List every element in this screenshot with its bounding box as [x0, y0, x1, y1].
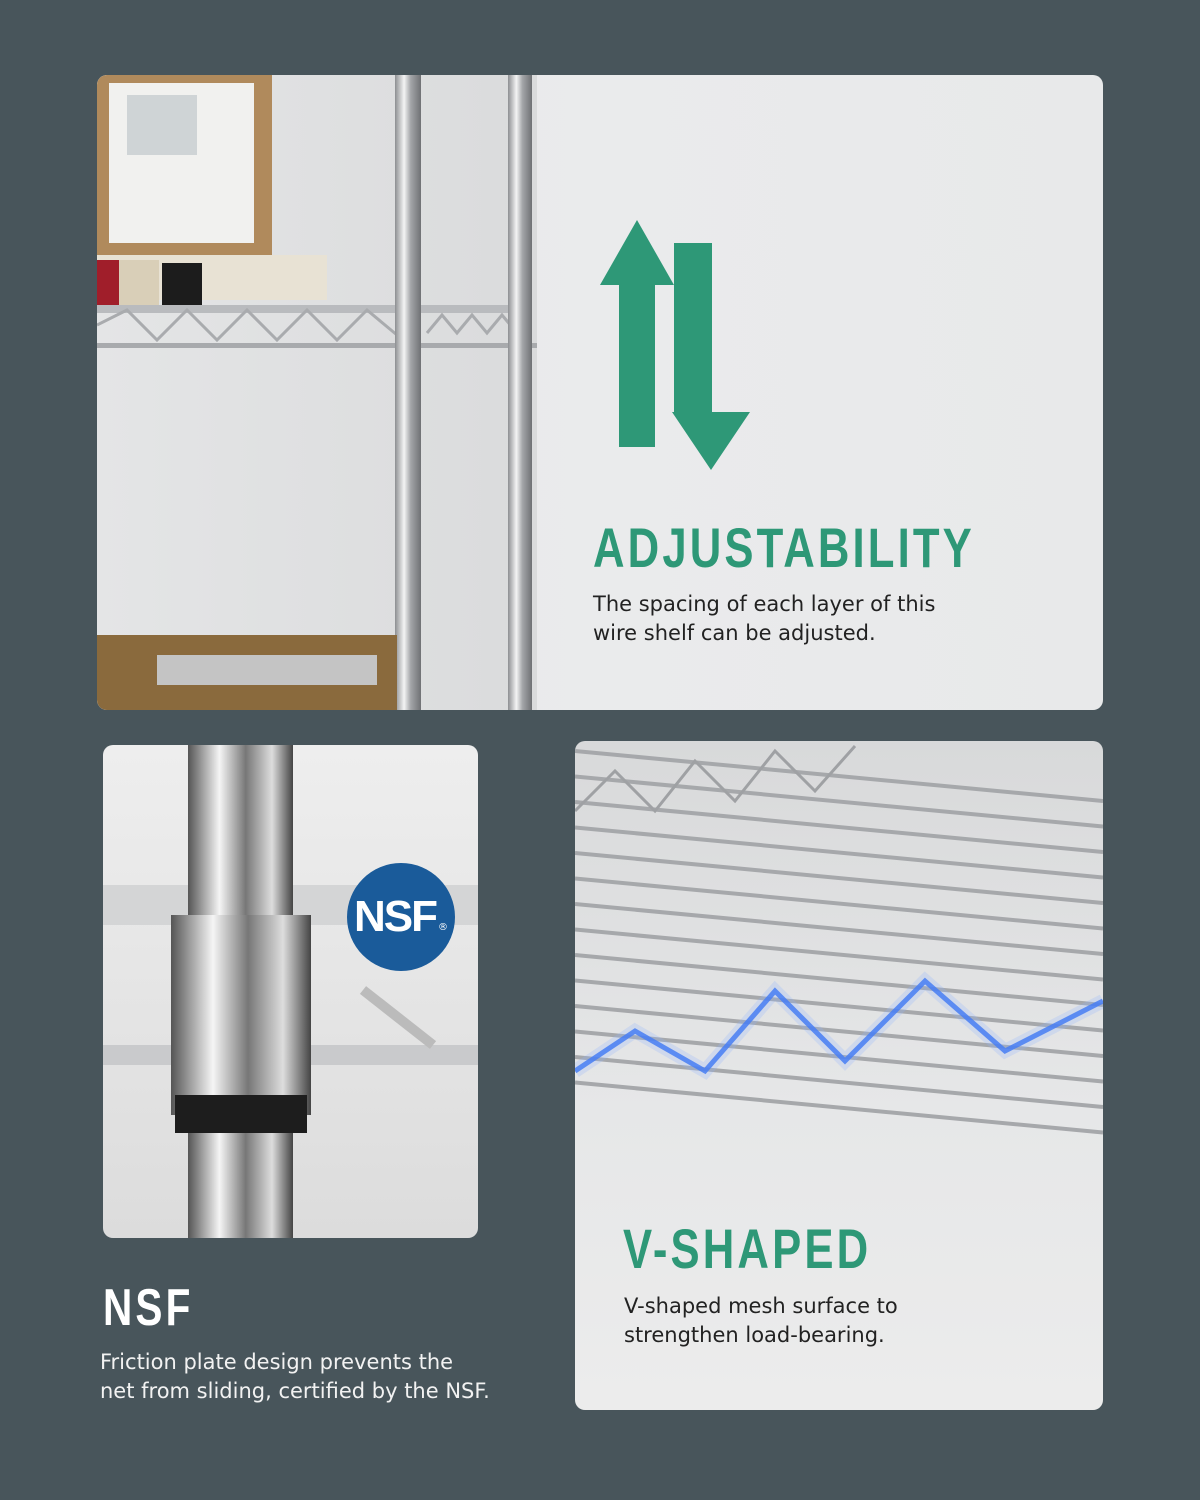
description-line: strengthen load-bearing.: [624, 1323, 885, 1347]
mesh-wire: [575, 851, 1103, 905]
description-line: wire shelf can be adjusted.: [593, 621, 876, 645]
shelf-photo: [97, 75, 537, 710]
mesh-wire: [575, 800, 1103, 854]
nsf-badge: NSF ®: [347, 863, 455, 971]
mesh-wire: [575, 825, 1103, 880]
v-shaped-panel: V-SHAPED V-shaped mesh surface to streng…: [575, 741, 1103, 1410]
mesh-wire: [575, 977, 1103, 1075]
mesh-wire: [575, 745, 857, 814]
description-line: Friction plate design prevents the: [100, 1350, 454, 1374]
mesh-wire: [575, 749, 1103, 803]
mesh-wire: [575, 876, 1103, 931]
registered-mark: ®: [438, 922, 448, 933]
v-shaped-title: V-SHAPED: [623, 1217, 872, 1280]
shelf-illustration: [97, 75, 537, 710]
mesh-wire: [575, 927, 1103, 982]
wire-mesh-illustration: [575, 745, 1103, 1135]
pole-illustration: [103, 745, 478, 1238]
nsf-title: NSF: [103, 1279, 194, 1337]
mesh-wire: [575, 1080, 1103, 1135]
mesh-wire: [575, 971, 1103, 1080]
mesh-wire: [575, 902, 1103, 956]
nsf-description: Friction plate design prevents the net f…: [100, 1348, 490, 1406]
mesh-wire: [575, 1055, 1103, 1109]
description-line: V-shaped mesh surface to: [624, 1294, 898, 1318]
v-shaped-description: V-shaped mesh surface to strengthen load…: [624, 1292, 898, 1350]
mesh-wire: [575, 978, 1103, 1033]
description-line: net from sliding, certified by the NSF.: [100, 1379, 490, 1403]
mesh-wire: [575, 774, 1103, 829]
description-line: The spacing of each layer of this: [593, 592, 936, 616]
nsf-photo: NSF ®: [103, 745, 478, 1238]
adjustability-description: The spacing of each layer of this wire s…: [593, 590, 935, 648]
mesh-wire: [575, 953, 1103, 1007]
nsf-badge-text: NSF: [354, 892, 438, 941]
up-down-arrows-icon: [600, 220, 750, 470]
adjustability-title: ADJUSTABILITY: [593, 516, 975, 579]
adjustability-panel: ADJUSTABILITY The spacing of each layer …: [97, 75, 1103, 710]
